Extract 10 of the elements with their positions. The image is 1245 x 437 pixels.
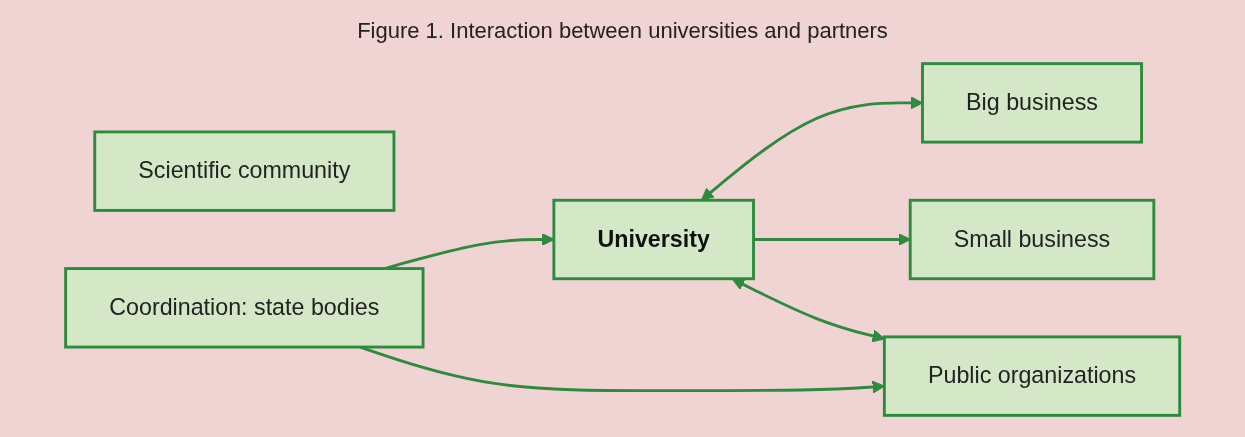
arrow <box>700 96 923 201</box>
arrow <box>753 233 911 246</box>
figure-title: Figure 1. Interaction between universities and partners <box>357 18 888 44</box>
node-box: Public organizations <box>882 335 1181 417</box>
arrow <box>731 278 885 343</box>
node-box: Big business <box>920 62 1143 144</box>
node-box: University <box>552 198 755 281</box>
node-box: Small business <box>908 198 1156 281</box>
node-box: Scientific community <box>93 130 396 212</box>
node-box: Coordination: state bodies <box>64 267 425 349</box>
